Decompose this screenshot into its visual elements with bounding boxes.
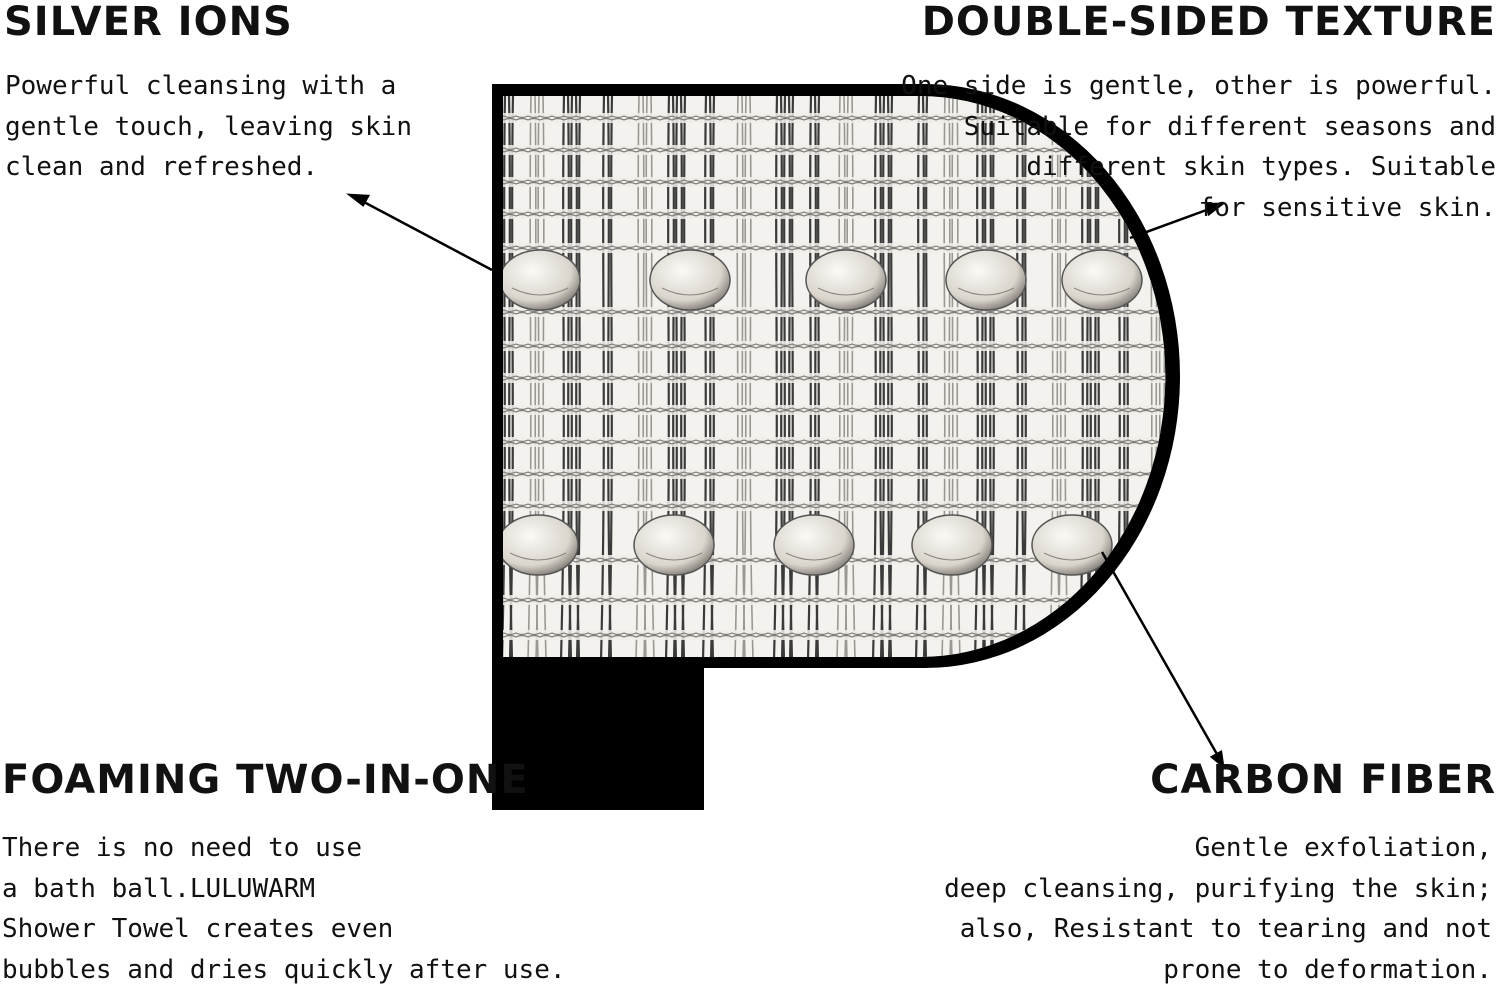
- bead: [503, 514, 579, 576]
- bead: [649, 249, 731, 311]
- bead-shade: [785, 552, 843, 561]
- arrow-silver-ions: [346, 193, 493, 272]
- mesh-thread: [503, 473, 1166, 477]
- text-line: Powerful cleansing with a: [5, 71, 397, 101]
- text-carbon-fiber: Gentle exfoliation, deep cleansing, puri…: [944, 828, 1492, 990]
- heading-double-sided-texture: DOUBLE-SIDED TEXTURE: [921, 0, 1496, 45]
- bead-shade: [511, 287, 569, 296]
- mesh-band: [503, 341, 1166, 351]
- mesh-thread: [503, 309, 1166, 313]
- text-double-sided-texture: One side is gentle, other is powerful. S…: [901, 66, 1496, 228]
- text-line: prone to deformation.: [1163, 954, 1492, 985]
- mesh-thread: [503, 181, 1166, 185]
- mesh-band: [503, 437, 1166, 447]
- bead-shade: [1043, 552, 1101, 561]
- mesh-thread: [503, 345, 1166, 349]
- mesh-thread: [503, 311, 1166, 315]
- text-line: Suitable for different seasons and: [963, 111, 1496, 142]
- mesh-thread: [503, 247, 1166, 251]
- letter-p-stem: [492, 660, 704, 810]
- bead-shade: [1073, 287, 1131, 296]
- text-line: gentle touch, leaving skin: [5, 111, 412, 142]
- bead: [945, 249, 1027, 311]
- mesh-thread: [503, 377, 1166, 381]
- text-line: bubbles and dries quickly after use.: [2, 954, 566, 985]
- arrow-double-sided: [1129, 202, 1226, 240]
- heading-silver-ions: SILVER IONS: [4, 0, 293, 45]
- bead-shade: [923, 552, 981, 561]
- mesh-band: [503, 630, 1166, 640]
- arrow-carbon-fiber: [1100, 551, 1225, 769]
- mesh-thread: [503, 179, 1166, 183]
- bead: [911, 514, 993, 576]
- text-line: different skin types. Suitable: [1026, 152, 1496, 182]
- mesh-thread: [503, 343, 1166, 347]
- bead-shade: [645, 552, 703, 561]
- bead: [1061, 249, 1143, 311]
- mesh-thread: [503, 407, 1166, 411]
- text-line: deep cleansing, purifying the skin;: [944, 873, 1492, 904]
- mesh-thread: [503, 439, 1166, 443]
- mesh-thread: [503, 441, 1166, 445]
- mesh-band: [503, 501, 1166, 511]
- mesh-thread: [503, 211, 1166, 215]
- text-line: One side is gentle, other is powerful.: [901, 71, 1496, 101]
- bead: [773, 514, 855, 576]
- mesh-thread: [503, 505, 1166, 509]
- mesh-thread: [503, 213, 1166, 217]
- mesh-band: [503, 373, 1166, 383]
- mesh-thread: [503, 245, 1166, 249]
- mesh-band: [503, 405, 1166, 415]
- bead: [633, 514, 715, 576]
- text-line: Shower Towel creates even: [2, 914, 394, 944]
- mesh-band: [503, 469, 1166, 479]
- bead-shade: [509, 552, 567, 561]
- bead: [805, 249, 887, 311]
- text-line: also, Resistant to tearing and not: [959, 914, 1492, 944]
- bead: [1031, 514, 1113, 576]
- bead: [503, 249, 581, 311]
- mesh-thread: [503, 503, 1166, 507]
- text-line: There is no need to use: [2, 833, 363, 863]
- text-line: Gentle exfoliation,: [1194, 833, 1492, 863]
- bead-shade: [817, 287, 875, 296]
- heading-carbon-fiber: CARBON FIBER: [1150, 757, 1496, 803]
- mesh-thread: [503, 375, 1166, 379]
- text-line: clean and refreshed.: [5, 152, 319, 182]
- heading-foaming-two-in-one: FOAMING TWO-IN-ONE: [2, 757, 529, 803]
- text-line: for sensitive skin.: [1198, 192, 1496, 223]
- text-silver-ions: Powerful cleansing with a gentle touch, …: [5, 66, 412, 188]
- bead-shade: [661, 287, 719, 296]
- bead-shade: [957, 287, 1015, 296]
- mesh-thread: [503, 471, 1166, 475]
- text-foaming-two-in-one: There is no need to use a bath ball.LULU…: [2, 828, 566, 990]
- mesh-thread: [503, 409, 1166, 413]
- text-line: a bath ball.LULUWARM: [2, 873, 316, 904]
